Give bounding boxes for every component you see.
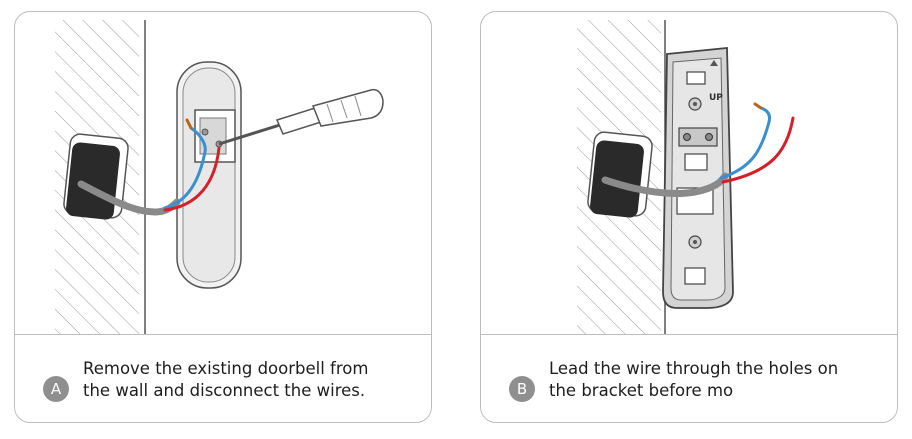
step-caption: Remove the existing doorbell from the wa… bbox=[83, 358, 423, 402]
step-card-a: A Remove the existing doorbell from the … bbox=[14, 11, 432, 423]
wires-icon bbox=[601, 102, 795, 197]
step-card-b: UP B Lead the wire through the holes on … bbox=[480, 11, 898, 423]
bracket-up-label: UP bbox=[709, 93, 723, 103]
wall-junction-icon bbox=[63, 133, 129, 220]
step-caption: Lead the wire through the holes on the b… bbox=[549, 358, 889, 402]
mounting-bracket-icon bbox=[662, 47, 734, 309]
step-badge: B bbox=[509, 376, 535, 402]
lead-wire-illustration: UP bbox=[577, 20, 795, 334]
caption-line-1: Remove the existing doorbell from bbox=[83, 359, 369, 378]
caption-line-2: the wall and disconnect the wires. bbox=[83, 381, 366, 400]
old-doorbell-icon bbox=[176, 61, 242, 289]
wires-icon bbox=[77, 118, 221, 216]
caption-line-1: Lead the wire through the holes on bbox=[549, 359, 839, 378]
caption-divider bbox=[481, 334, 897, 335]
step-badge: A bbox=[43, 376, 69, 402]
screwdriver-icon bbox=[218, 88, 384, 146]
wall-junction-icon bbox=[587, 131, 653, 218]
caption-divider bbox=[15, 334, 431, 335]
up-arrow-icon bbox=[710, 60, 718, 66]
remove-doorbell-illustration bbox=[55, 20, 384, 334]
caption-line-2: the bracket before mo bbox=[549, 381, 734, 400]
